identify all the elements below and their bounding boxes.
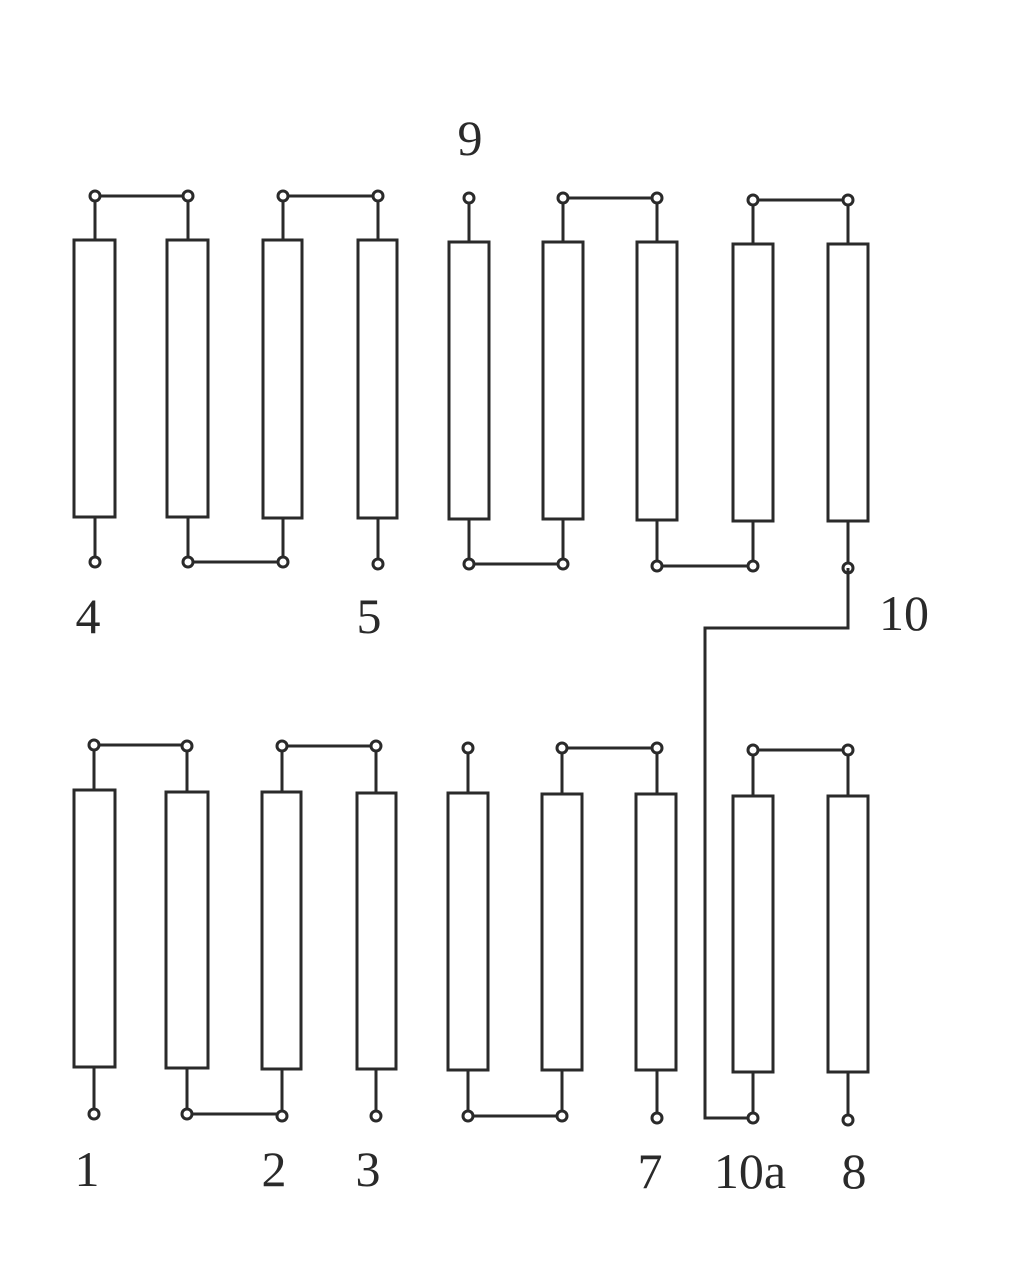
top-row bbox=[72, 189, 870, 575]
label-2: 2 bbox=[262, 1141, 287, 1197]
top-element-1 bbox=[72, 238, 117, 519]
bottom-row-links bbox=[94, 743, 848, 1118]
label-7: 7 bbox=[638, 1143, 663, 1199]
bottom-element-8 bbox=[731, 794, 775, 1074]
bottom-element-1 bbox=[72, 788, 117, 1069]
bottom-element-4 bbox=[355, 791, 398, 1071]
bottom-element-9 bbox=[826, 794, 870, 1074]
bottom-element-5 bbox=[446, 791, 490, 1072]
label-1: 1 bbox=[75, 1141, 100, 1197]
label-8: 8 bbox=[842, 1143, 867, 1199]
top-element-3 bbox=[261, 238, 304, 520]
top-element-2 bbox=[165, 238, 210, 519]
label-10: 10 bbox=[879, 585, 929, 641]
label-10a: 10a bbox=[714, 1143, 786, 1199]
bottom-element-7 bbox=[634, 792, 678, 1072]
top-row-links bbox=[95, 194, 848, 568]
top-element-9 bbox=[826, 242, 870, 523]
top-element-5 bbox=[447, 240, 491, 521]
label-3: 3 bbox=[356, 1141, 381, 1197]
top-element-8 bbox=[731, 242, 775, 523]
top-element-4 bbox=[356, 238, 399, 520]
top-row-leads bbox=[93, 196, 850, 568]
bottom-row-leads bbox=[92, 745, 850, 1120]
top-element-7 bbox=[635, 240, 679, 522]
top-row-terminals bbox=[88, 189, 855, 575]
connection-10-to-10a bbox=[703, 568, 850, 1120]
top-element-6 bbox=[541, 240, 585, 521]
label-9: 9 bbox=[458, 110, 483, 166]
bottom-element-2 bbox=[164, 790, 210, 1070]
bottom-element-6 bbox=[540, 792, 584, 1072]
bottom-row-terminals bbox=[87, 738, 855, 1127]
label-5: 5 bbox=[357, 588, 382, 644]
bottom-element-3 bbox=[260, 790, 303, 1071]
label-4: 4 bbox=[76, 588, 101, 644]
bottom-row bbox=[72, 738, 870, 1127]
